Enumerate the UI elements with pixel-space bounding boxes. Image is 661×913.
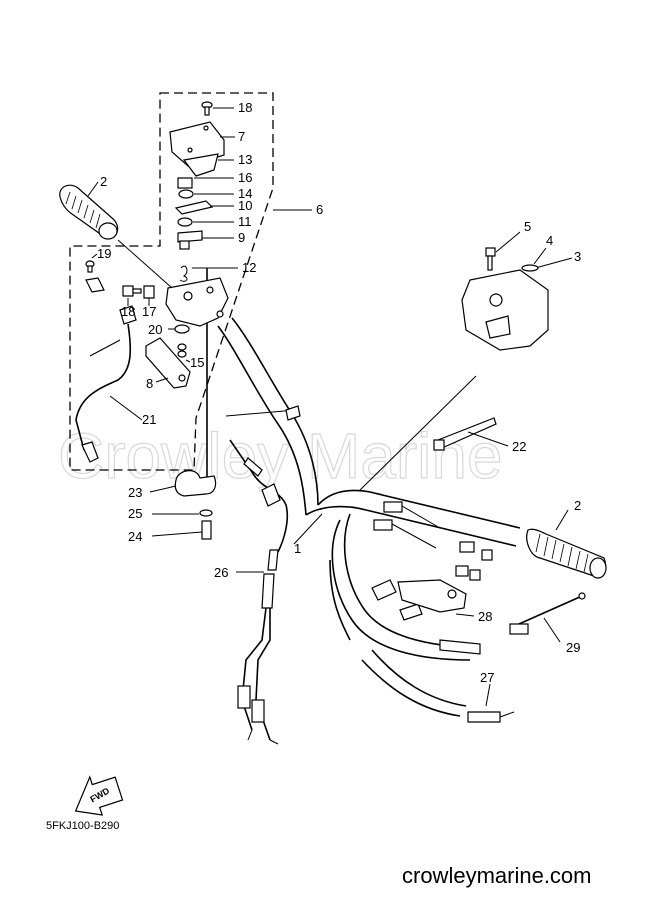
part-18-bolt bbox=[122, 285, 142, 297]
part-3-switch-housing bbox=[461, 269, 549, 351]
callout-15: 15 bbox=[190, 355, 204, 370]
part-4-ring bbox=[521, 264, 539, 272]
callout-18-lower: 18 bbox=[121, 304, 135, 319]
part-19-bracket bbox=[85, 277, 105, 293]
callout-10: 10 bbox=[238, 198, 252, 213]
website-text: crowleymarine.com bbox=[402, 863, 592, 888]
callout-12: 12 bbox=[242, 260, 256, 275]
part-14-washer bbox=[178, 189, 194, 199]
assembly-outline bbox=[69, 92, 274, 471]
callout-9: 9 bbox=[238, 230, 245, 245]
part-27-connector bbox=[467, 711, 515, 723]
callout-3: 3 bbox=[574, 249, 581, 264]
drawing-code: 5FKJ100-B290 bbox=[46, 820, 119, 832]
part-29-cable bbox=[509, 592, 586, 635]
callout-2-right: 2 bbox=[574, 498, 581, 513]
throttle-cable-26 bbox=[229, 439, 289, 745]
part-19-screw bbox=[85, 260, 95, 273]
callout-6: 6 bbox=[316, 202, 323, 217]
left-grip bbox=[59, 184, 119, 240]
part-25-washer bbox=[199, 509, 213, 517]
fwd-arrow-icon: FWD bbox=[74, 775, 124, 816]
right-cables bbox=[329, 501, 481, 717]
part-16-nut bbox=[177, 177, 193, 189]
part-5-screw bbox=[485, 247, 496, 271]
callout-13: 13 bbox=[238, 152, 252, 167]
callout-23: 23 bbox=[128, 485, 142, 500]
watermark-text: Crowley Marine bbox=[58, 420, 503, 492]
part-22-cable-tie bbox=[433, 417, 497, 451]
callout-21: 21 bbox=[142, 412, 156, 427]
callout-26: 26 bbox=[214, 565, 228, 580]
callout-11: 11 bbox=[238, 214, 252, 229]
callout-17: 17 bbox=[142, 304, 156, 319]
callout-4: 4 bbox=[546, 233, 553, 248]
callout-1: 1 bbox=[294, 541, 301, 556]
callout-29: 29 bbox=[566, 640, 580, 655]
part-13-plate bbox=[182, 153, 219, 177]
callout-28: 28 bbox=[478, 609, 492, 624]
callout-27: 27 bbox=[480, 670, 494, 685]
callout-8: 8 bbox=[146, 376, 153, 391]
part-18-screw bbox=[201, 101, 213, 116]
right-grip bbox=[526, 528, 607, 579]
callout-14: 14 bbox=[238, 186, 252, 201]
part-15-spring bbox=[177, 343, 187, 358]
part-12-spring bbox=[179, 265, 188, 282]
part-28-switch bbox=[397, 541, 493, 613]
part-23-holder bbox=[174, 470, 217, 497]
part-11-washer bbox=[177, 217, 193, 227]
callout-24: 24 bbox=[128, 529, 142, 544]
callout-2-left: 2 bbox=[100, 174, 107, 189]
callout-7: 7 bbox=[238, 129, 245, 144]
callout-20: 20 bbox=[148, 322, 162, 337]
handlebar-1 bbox=[217, 317, 521, 547]
part-20-washer bbox=[174, 324, 190, 334]
part-17-nut bbox=[143, 285, 155, 299]
callout-19: 19 bbox=[97, 246, 111, 261]
throttle-housing bbox=[165, 277, 229, 327]
callout-5: 5 bbox=[524, 219, 531, 234]
callout-16: 16 bbox=[238, 170, 252, 185]
part-9-bushing bbox=[177, 230, 203, 250]
callout-22: 22 bbox=[512, 439, 526, 454]
part-10-lever bbox=[174, 200, 214, 215]
callout-18-upper: 18 bbox=[238, 100, 252, 115]
part-24-bolt bbox=[201, 520, 212, 540]
cable-21 bbox=[75, 305, 137, 463]
callout-25: 25 bbox=[128, 506, 142, 521]
part-8-lever bbox=[145, 337, 191, 389]
